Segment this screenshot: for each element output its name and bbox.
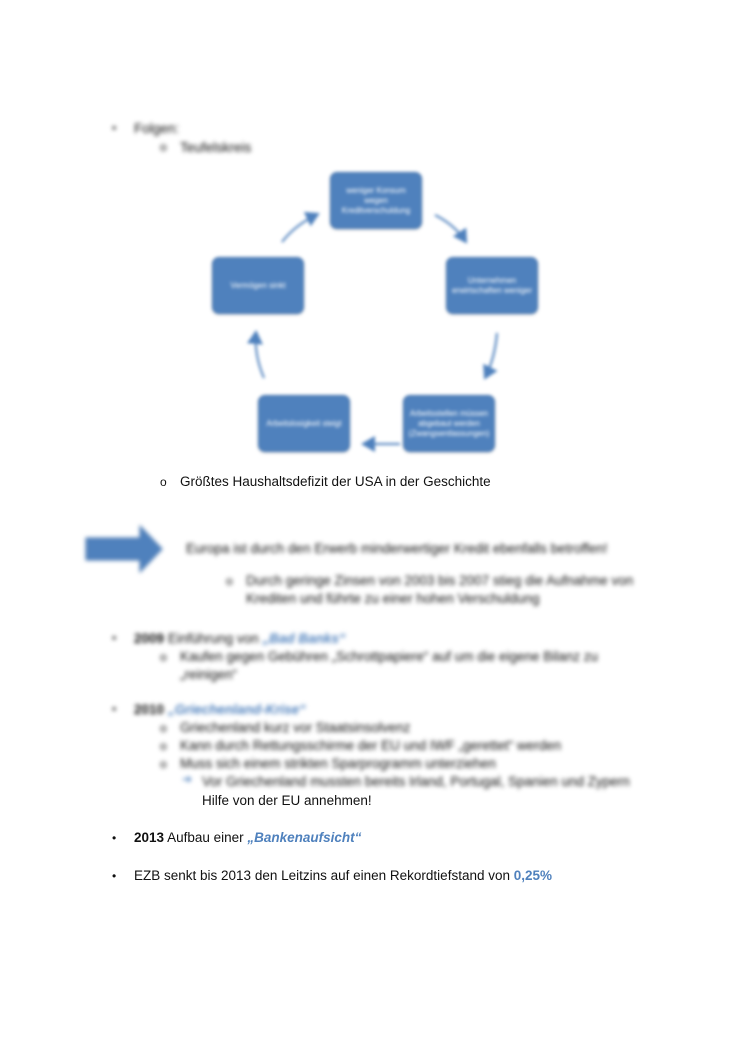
arrow-right-icon: ➔ xyxy=(182,772,193,786)
item-2010-arrow-line2: Hilfe von der EU annehmen! xyxy=(202,793,372,808)
item-2009-sub-line1: Kaufen gegen Gebühren „Schrottpapiere“ a… xyxy=(180,649,599,664)
big-right-arrow-icon xyxy=(85,524,163,574)
arrow-left-up xyxy=(246,330,265,379)
cycle-arrows xyxy=(246,211,498,452)
europe-text: Europa ist durch den Erwerb minderwertig… xyxy=(186,541,608,556)
item-2009-heading: 2009 Einführung von „Bad Banks“ xyxy=(134,631,346,646)
cycle-node-top: weniger Konsum wegen Kreditverschuldung xyxy=(330,172,422,229)
item-ezb-text: EZB senkt bis 2013 den Leitzins auf eine… xyxy=(134,868,553,883)
sub-bullet: o xyxy=(160,739,167,753)
sub-bullet: o xyxy=(160,650,167,664)
arrow-right-down xyxy=(483,332,498,380)
sub-bullet: o xyxy=(160,140,167,154)
cycle-node-bottom-right: Arbeitsstellen müssen abgebaut werden (Z… xyxy=(403,395,495,452)
sub-bullet: o xyxy=(160,475,167,489)
arrow-left-top xyxy=(281,211,320,243)
item-2010-sub-3: Muss sich einem strikten Sparprogramm un… xyxy=(180,756,496,771)
folgen-block: • Folgen: o Teufelskreis xyxy=(0,0,750,160)
item-2010-block: • 2010 „Griechenland-Krise“ o Griechenla… xyxy=(0,698,750,798)
item-2009-sub-line2: „reinigen“ xyxy=(180,667,238,682)
sub-bullet: o xyxy=(160,757,167,771)
item-2010-sub-2: Kann durch Rettungsschirme der EU und IW… xyxy=(180,738,562,753)
folgen-heading: Folgen: xyxy=(134,121,180,136)
item-2009-block: • 2009 Einführung von „Bad Banks“ o Kauf… xyxy=(0,625,750,685)
item-2010-sub-1: Griechenland kurz vor Staatsinsolvenz xyxy=(180,720,411,735)
item-2010-heading: 2010 „Griechenland-Krise“ xyxy=(134,702,306,717)
bullet: • xyxy=(112,631,117,645)
sub-bullet: o xyxy=(226,574,233,588)
deficit-text: Größtes Haushaltsdefizit der USA in der … xyxy=(180,474,491,489)
item-2013-text: 2013 Aufbau einer „Bankenaufsicht“ xyxy=(134,830,362,845)
europe-block: Europa ist durch den Erwerb minderwertig… xyxy=(0,510,750,610)
bullet: • xyxy=(112,702,117,716)
arrow-top-right xyxy=(434,214,468,244)
item-2010-arrow-line1: Vor Griechenland mussten bereits Irland,… xyxy=(202,774,630,789)
bullet: • xyxy=(112,831,117,845)
cycle-node-bottom-left: Arbeitslosigkeit steigt xyxy=(258,395,350,452)
bullet: • xyxy=(112,121,117,135)
europe-sub-line1: Durch geringe Zinsen von 2003 bis 2007 s… xyxy=(246,573,634,588)
cycle-diagram: weniger Konsum wegen Kreditverschuldung … xyxy=(0,0,750,470)
europe-sub-line2: Krediten und führte zu einer hohen Versc… xyxy=(246,591,540,606)
cycle-node-left: Vermögen sinkt xyxy=(212,257,304,314)
sub-bullet: o xyxy=(160,721,167,735)
bullet: • xyxy=(112,869,117,883)
cycle-node-right: Unternehmen erwirtschaften weniger xyxy=(446,257,538,314)
folgen-sub: Teufelskreis xyxy=(180,140,252,155)
